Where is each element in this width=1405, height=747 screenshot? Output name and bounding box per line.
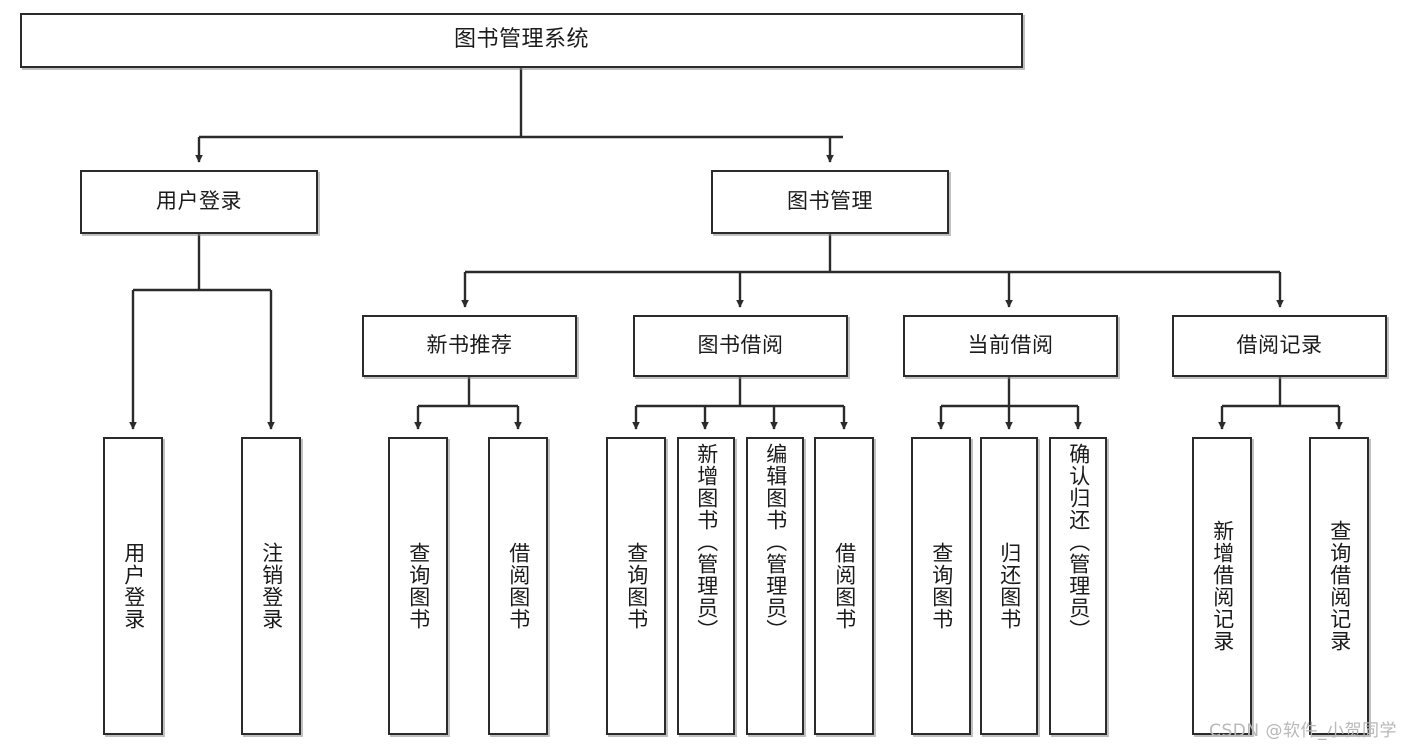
node-current-borrow[interactable]: 当前借阅 xyxy=(903,315,1118,377)
node-root[interactable]: 图书管理系统 xyxy=(20,13,1023,68)
node-leaf-query-record[interactable]: 查询借阅记录 xyxy=(1309,437,1369,735)
node-leaf-confirm-return-label: 确认归还（管理员） xyxy=(1066,443,1091,641)
node-new-book-recommend-label: 新书推荐 xyxy=(426,333,513,358)
node-leaf-return-book-label: 归还图书 xyxy=(997,542,1022,630)
node-leaf-user-login[interactable]: 用户登录 xyxy=(103,437,163,735)
node-book-manage[interactable]: 图书管理 xyxy=(711,170,949,234)
node-book-borrow-label: 图书借阅 xyxy=(697,333,784,358)
node-leaf-user-login-label: 用户登录 xyxy=(121,542,146,630)
node-borrow-record-label: 借阅记录 xyxy=(1236,333,1323,358)
node-leaf-edit-book-label: 编辑图书（管理员） xyxy=(763,443,788,641)
node-leaf-logout[interactable]: 注销登录 xyxy=(241,437,301,735)
node-leaf-query-book-1-label: 查询图书 xyxy=(406,542,431,630)
node-leaf-borrow-book-2[interactable]: 借阅图书 xyxy=(814,437,874,735)
node-leaf-add-book[interactable]: 新增图书（管理员） xyxy=(677,437,735,735)
node-borrow-record[interactable]: 借阅记录 xyxy=(1172,315,1387,377)
node-leaf-query-book-1[interactable]: 查询图书 xyxy=(388,437,448,735)
node-leaf-confirm-return[interactable]: 确认归还（管理员） xyxy=(1049,437,1107,735)
node-leaf-query-record-label: 查询借阅记录 xyxy=(1327,520,1352,652)
node-new-book-recommend[interactable]: 新书推荐 xyxy=(362,315,577,377)
node-leaf-logout-label: 注销登录 xyxy=(259,542,284,630)
node-user-login-label: 用户登录 xyxy=(156,189,242,214)
node-user-login[interactable]: 用户登录 xyxy=(80,170,318,234)
node-leaf-query-book-2-label: 查询图书 xyxy=(624,542,649,630)
node-book-manage-label: 图书管理 xyxy=(787,189,873,214)
node-leaf-borrow-book-2-label: 借阅图书 xyxy=(832,542,857,630)
node-current-borrow-label: 当前借阅 xyxy=(967,333,1054,358)
node-leaf-query-book-2[interactable]: 查询图书 xyxy=(606,437,666,735)
node-leaf-add-record-label: 新增借阅记录 xyxy=(1210,520,1235,652)
node-leaf-borrow-book-1-label: 借阅图书 xyxy=(506,542,531,630)
node-leaf-query-book-3-label: 查询图书 xyxy=(929,542,954,630)
node-root-label: 图书管理系统 xyxy=(453,27,589,53)
node-leaf-return-book[interactable]: 归还图书 xyxy=(980,437,1038,735)
node-leaf-add-book-label: 新增图书（管理员） xyxy=(694,443,719,641)
node-book-borrow[interactable]: 图书借阅 xyxy=(633,315,848,377)
node-leaf-query-book-3[interactable]: 查询图书 xyxy=(911,437,971,735)
watermark-text: CSDN @软件_小贺同学 xyxy=(1209,721,1397,741)
node-leaf-edit-book[interactable]: 编辑图书（管理员） xyxy=(746,437,804,735)
node-leaf-add-record[interactable]: 新增借阅记录 xyxy=(1192,437,1252,735)
node-leaf-borrow-book-1[interactable]: 借阅图书 xyxy=(488,437,548,735)
